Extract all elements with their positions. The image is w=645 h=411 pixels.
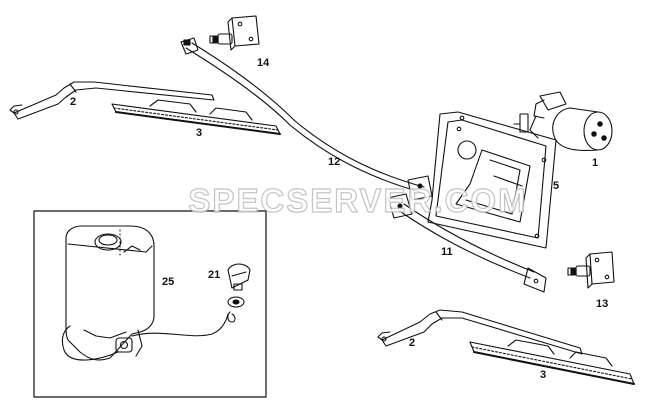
- washer-reservoir-icon: [61, 225, 229, 361]
- callout-14: 14: [257, 57, 270, 69]
- callout-1: 1: [592, 157, 599, 169]
- wiper-pivot-13-icon: [567, 251, 615, 289]
- wiper-arm-bottom-icon: [377, 309, 583, 355]
- motor-mounting-plate-icon: [427, 111, 557, 249]
- callout-25: 25: [162, 276, 175, 288]
- linkage-rod-12-icon: [180, 37, 433, 201]
- wiper-motor-icon: [513, 91, 613, 152]
- wiper-blade-top-icon: [111, 99, 281, 135]
- wiper-pivot-14-icon: [209, 15, 260, 51]
- callout-3-top: 3: [196, 127, 203, 139]
- callout-12: 12: [328, 156, 341, 168]
- linkage-rod-11-icon: [387, 193, 547, 293]
- callout-2-bottom: 2: [409, 337, 416, 349]
- wiper-blade-bottom-icon: [469, 339, 635, 385]
- callout-11: 11: [441, 246, 453, 258]
- callout-5: 5: [553, 180, 560, 192]
- wiper-arm-top-icon: [9, 81, 215, 120]
- washer-nozzle-icon: [227, 263, 251, 323]
- callout-21: 21: [208, 269, 221, 281]
- callout-13: 13: [596, 298, 609, 310]
- callout-3-bottom: 3: [540, 369, 547, 381]
- washer-inset-frame: [33, 210, 267, 398]
- callout-2-top: 2: [70, 96, 77, 108]
